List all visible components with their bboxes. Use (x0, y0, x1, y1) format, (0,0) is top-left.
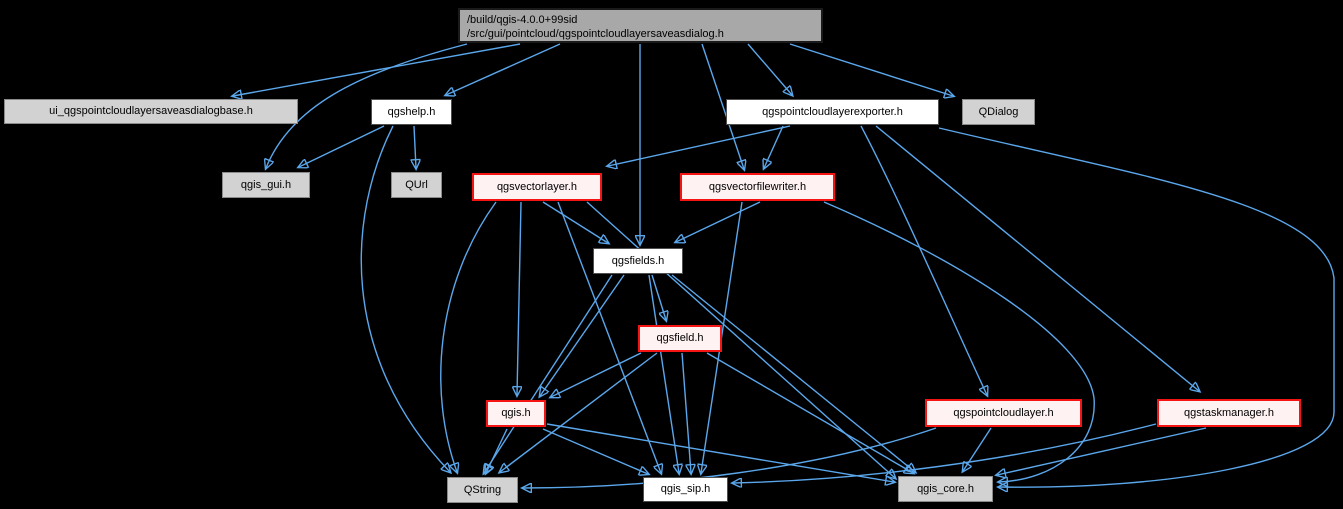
edge-fields-qgis_sip (648, 274, 679, 473)
edge-main-ui_base (233, 43, 521, 96)
edge-field-qstring (500, 352, 658, 472)
graph-node-qdialog: QDialog (962, 99, 1035, 125)
edge-vectorfilewriter-qgis_core (823, 201, 1095, 482)
edge-exporter-taskmanager (875, 125, 1199, 391)
graph-node-taskmanager[interactable]: qgstaskmanager.h (1157, 399, 1301, 427)
edge-exporter-vectorlayer (608, 125, 791, 166)
edge-main-qgis_gui (266, 43, 468, 168)
edge-main-qdialog (789, 43, 953, 96)
edge-field-qgis (551, 352, 642, 397)
graph-node-fields[interactable]: qgsfields.h (593, 248, 683, 274)
graph-node-qgis[interactable]: qgis.h (486, 400, 546, 427)
graph-node-qgshelp[interactable]: qgshelp.h (371, 99, 452, 125)
edge-pointcloudlayer-qgis_core (963, 427, 992, 471)
edge-vectorlayer-qstring (440, 201, 497, 472)
graph-node-field[interactable]: qgsfield.h (638, 325, 722, 352)
graph-node-qstring: QString (447, 477, 518, 503)
graph-node-vectorfilewriter[interactable]: qgsvectorfilewriter.h (680, 173, 835, 201)
edge-qgshelp-qurl (414, 125, 416, 168)
edge-vectorlayer-qgis_sip (557, 201, 661, 473)
edge-exporter-qgis_core (938, 127, 1335, 487)
edge-field-qgis_core (706, 352, 913, 473)
edge-vectorfilewriter-fields (676, 201, 761, 242)
edge-vectorlayer-fields (542, 201, 608, 243)
edge-vectorlayer-qgis_core (586, 201, 895, 478)
graph-node-qgis_core: qgis_core.h (898, 476, 993, 502)
edge-qgis-qgis_sip (542, 428, 648, 474)
edge-taskmanager-qgis_sip (733, 423, 1157, 483)
edge-exporter-vectorfilewriter (764, 125, 784, 168)
edge-pointcloudlayer-qstring (523, 427, 937, 488)
graph-node-qgis_gui: qgis_gui.h (222, 172, 310, 198)
edge-qgis-qstring (486, 428, 508, 473)
graph-node-pointcloudlayer[interactable]: qgspointcloudlayer.h (925, 399, 1082, 427)
graph-node-exporter[interactable]: qgspointcloudlayerexporter.h (726, 99, 939, 125)
edge-taskmanager-qgis_core (997, 427, 1207, 475)
edge-main-qgshelp (446, 43, 561, 95)
edge-main-exporter (747, 43, 792, 95)
edge-fields-qgis_core (671, 274, 915, 472)
graph-node-main: /build/qgis-4.0.0+99sid /src/gui/pointcl… (458, 8, 823, 43)
edge-qgshelp-qgis_gui (299, 125, 385, 167)
graph-node-ui_base: ui_qgspointcloudlayersaveasdialogbase.h (4, 99, 298, 124)
edge-exporter-pointcloudlayer (860, 125, 987, 395)
graph-node-qgis_sip[interactable]: qgis_sip.h (643, 477, 728, 502)
edge-field-qgis_sip (681, 352, 691, 473)
edge-vectorlayer-qgis (517, 201, 521, 395)
edge-fields-qstring (484, 274, 613, 473)
edge-fields-qgis (540, 274, 625, 396)
graph-node-qurl: QUrl (391, 172, 442, 198)
edge-qgis-qgis_core (546, 423, 894, 482)
edge-fields-field (651, 274, 666, 320)
graph-node-vectorlayer[interactable]: qgsvectorlayer.h (472, 173, 602, 201)
edge-qgshelp-qstring (360, 125, 450, 472)
edge-main-vectorfilewriter (701, 43, 744, 169)
